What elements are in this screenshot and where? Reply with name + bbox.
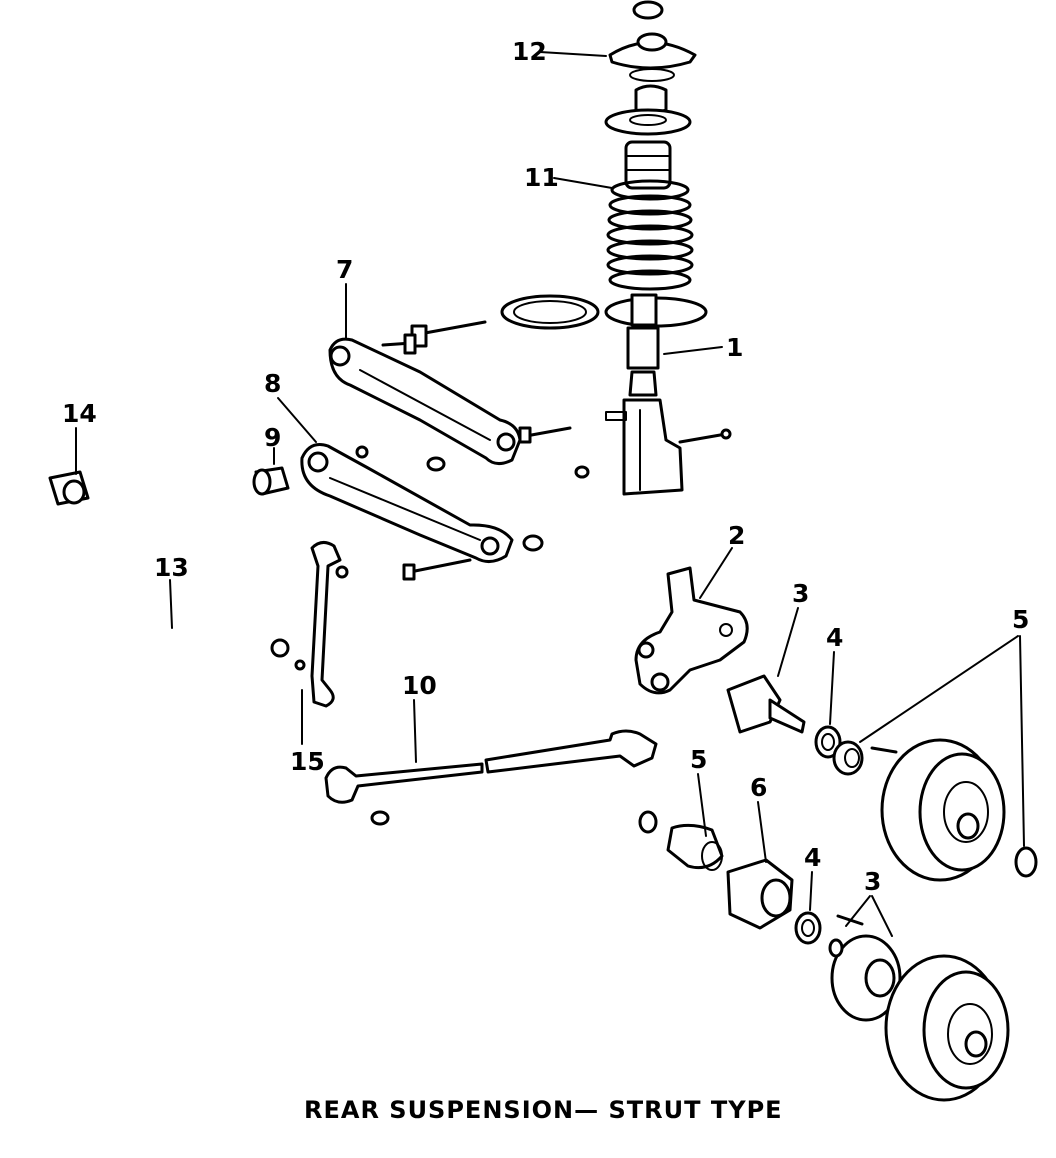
strut-mount-cap bbox=[632, 0, 664, 20]
callout-4-upper: 4 bbox=[826, 623, 843, 652]
stabilizer-link-15 bbox=[294, 541, 349, 708]
callout-2: 2 bbox=[728, 521, 745, 550]
steering-knuckle-2 bbox=[634, 566, 749, 695]
strut-body-1 bbox=[605, 326, 732, 496]
lateral-link-10 bbox=[324, 729, 658, 826]
callout-12: 12 bbox=[512, 37, 547, 66]
callout-5-lower: 5 bbox=[690, 745, 707, 774]
callout-13: 13 bbox=[154, 553, 189, 582]
hub-carrier-6 bbox=[726, 858, 794, 930]
spring-insulator bbox=[500, 294, 600, 330]
brake-drum-upper bbox=[880, 738, 1006, 882]
bushing-14 bbox=[48, 470, 90, 506]
strut-upper-mount-12 bbox=[608, 32, 697, 82]
spindle-3 bbox=[726, 674, 806, 734]
upper-spring-seat bbox=[604, 108, 692, 136]
callout-3-upper: 3 bbox=[792, 579, 809, 608]
callout-15: 15 bbox=[290, 747, 325, 776]
callout-10: 10 bbox=[402, 671, 437, 700]
stabilizer-bar-13 bbox=[0, 495, 291, 658]
seal-5-lower bbox=[638, 810, 724, 871]
arm-bolt-upper bbox=[381, 320, 572, 444]
callout-5-upper: 5 bbox=[1012, 605, 1029, 634]
bearing-4-lower bbox=[794, 911, 822, 945]
bearing-4-upper bbox=[814, 725, 842, 759]
callout-4-lower: 4 bbox=[804, 843, 821, 872]
callout-1: 1 bbox=[726, 333, 743, 362]
rear-control-arm-7 bbox=[328, 337, 522, 465]
callout-14: 14 bbox=[62, 399, 97, 428]
leader-lines bbox=[75, 51, 1025, 937]
grease-cap-5 bbox=[1014, 846, 1038, 878]
bushing-9 bbox=[252, 466, 290, 496]
hub-3-lower bbox=[828, 914, 902, 1022]
bearing-5-upper bbox=[832, 740, 898, 776]
callout-6: 6 bbox=[750, 773, 767, 802]
lower-spring-seat bbox=[604, 293, 708, 328]
brake-drum-lower bbox=[884, 954, 1010, 1102]
small-nuts bbox=[426, 456, 590, 552]
diagram-caption: REAR SUSPENSION— STRUT TYPE bbox=[304, 1096, 783, 1124]
strut-boot bbox=[624, 140, 672, 190]
coil-spring-11 bbox=[606, 179, 694, 291]
callout-8: 8 bbox=[264, 369, 281, 398]
callout-9: 9 bbox=[264, 423, 281, 452]
rear-control-arm-8 bbox=[300, 443, 514, 581]
callout-3-lower: 3 bbox=[864, 867, 881, 896]
callout-11: 11 bbox=[524, 163, 559, 192]
callout-7: 7 bbox=[336, 255, 353, 284]
